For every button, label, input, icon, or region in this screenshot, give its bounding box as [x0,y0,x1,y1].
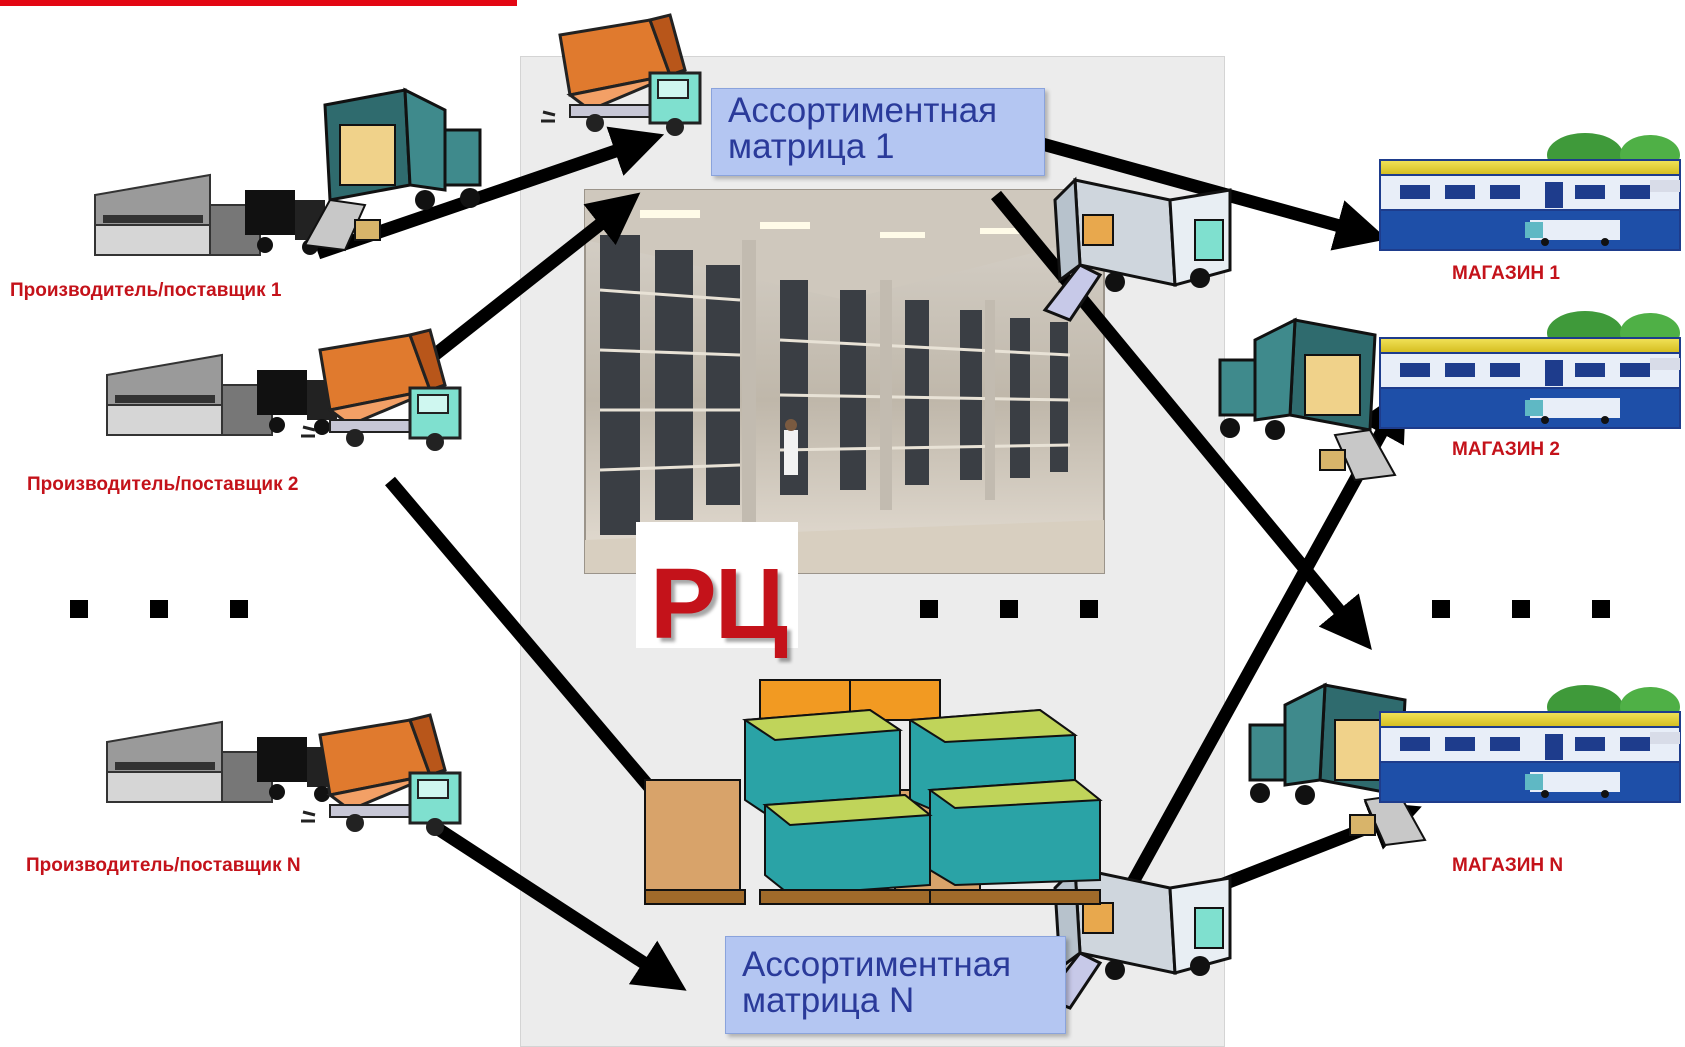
warehouse-icon [94,173,325,256]
store-1-label: МАГАЗИН 1 [1452,263,1560,284]
delivery-truck-icon [301,328,462,451]
matrix-1-line2: матрица 1 [728,127,895,166]
rc-label: РЦ [650,548,788,660]
rc-label-backdrop [636,522,798,648]
box-truck-icon [1042,176,1232,322]
supplier-1-label: Производитель/поставщик 1 [10,280,282,301]
store-2-label: МАГАЗИН 2 [1452,439,1560,460]
warehouse-icon [106,354,338,436]
top-accent-rule [0,0,517,6]
store-n-label: МАГАЗИН N [1452,855,1564,876]
matrix-1-line1: Ассортиментная [728,91,998,130]
matrix-n-line2: матрица N [742,981,915,1020]
assortment-matrix-n: Ассортиментная матрица N [725,936,1066,1034]
matrix-n-line1: Ассортиментная [742,945,1012,984]
store-icon [1379,133,1681,251]
supplier-n-label: Производитель/поставщик N [26,855,301,876]
warehouse-icon [106,721,338,803]
ellipsis-dots [70,600,1610,618]
supplier-2-label: Производитель/поставщик 2 [27,474,299,495]
warehouse-photo [584,189,1105,574]
assortment-matrix-1: Ассортиментная матрица 1 [711,88,1045,176]
pallet-boxes-icon [644,679,1103,905]
box-truck-icon [303,87,482,252]
